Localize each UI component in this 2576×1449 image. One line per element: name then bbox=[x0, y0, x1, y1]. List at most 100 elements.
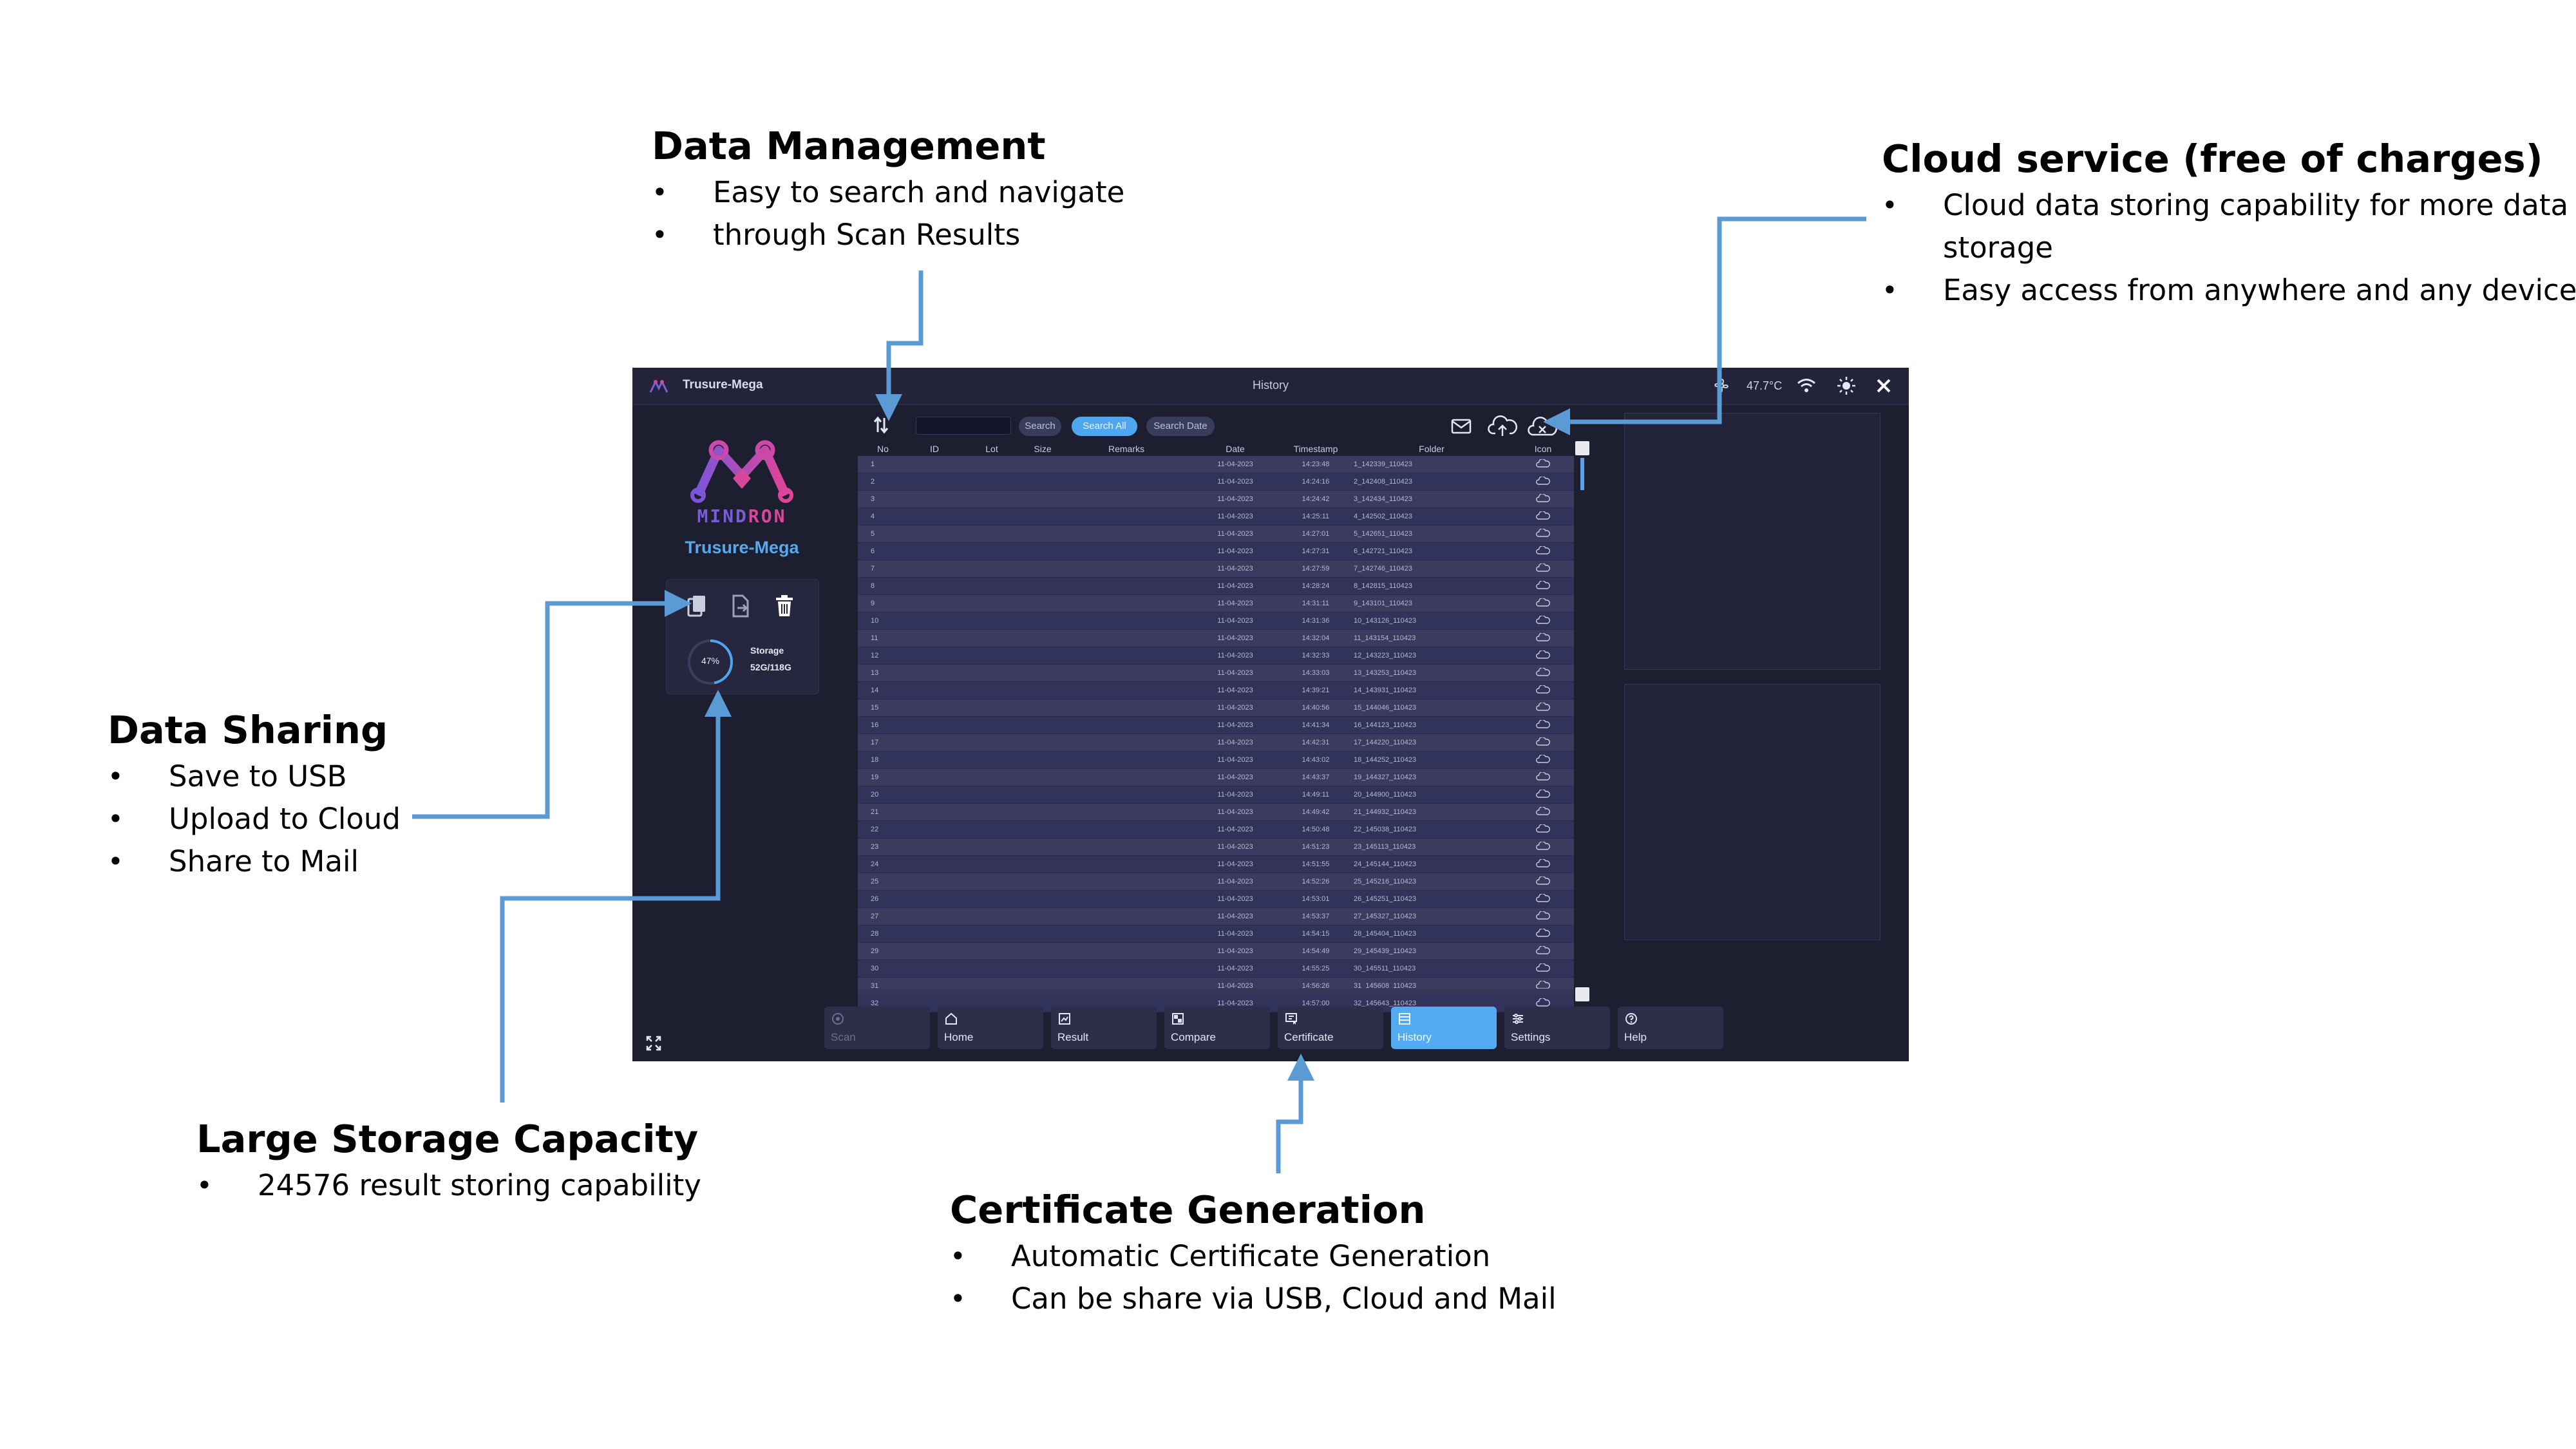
search-input[interactable] bbox=[916, 417, 1011, 435]
cloud-icon[interactable] bbox=[1512, 907, 1574, 925]
sort-icon[interactable] bbox=[872, 415, 890, 435]
fullscreen-icon[interactable] bbox=[645, 1035, 662, 1052]
cloud-icon[interactable] bbox=[1512, 525, 1574, 543]
nav-result[interactable]: Result bbox=[1051, 1007, 1157, 1049]
nav-compare[interactable]: Compare bbox=[1164, 1007, 1270, 1049]
cloud-icon[interactable] bbox=[1512, 751, 1574, 769]
cloud-icon[interactable] bbox=[1512, 838, 1574, 856]
cloud-icon[interactable] bbox=[1512, 855, 1574, 873]
cloud-icon[interactable] bbox=[1512, 647, 1574, 665]
nav-certificate[interactable]: Certificate bbox=[1278, 1007, 1383, 1049]
cloud-icon[interactable] bbox=[1512, 768, 1574, 786]
trash-icon[interactable] bbox=[773, 594, 795, 618]
cloud-icon[interactable] bbox=[1512, 716, 1574, 734]
table-scrollbar[interactable] bbox=[1575, 441, 1591, 1001]
column-header[interactable]: ID bbox=[908, 441, 961, 456]
mail-icon[interactable] bbox=[1450, 417, 1472, 436]
column-header[interactable]: Folder bbox=[1351, 441, 1512, 456]
cloud-icon[interactable] bbox=[1512, 925, 1574, 943]
cloud-icon[interactable] bbox=[1512, 473, 1574, 491]
wifi-icon[interactable] bbox=[1795, 375, 1817, 396]
scroll-thumb[interactable] bbox=[1580, 458, 1584, 490]
column-header[interactable]: No bbox=[858, 441, 908, 456]
cloud-icon[interactable] bbox=[1512, 734, 1574, 752]
cloud-off-icon[interactable] bbox=[1528, 414, 1557, 439]
column-header[interactable]: Icon bbox=[1512, 441, 1574, 456]
cloud-icon[interactable] bbox=[1512, 664, 1574, 682]
cloud-icon[interactable] bbox=[1512, 873, 1574, 891]
cloud-icon[interactable] bbox=[1512, 577, 1574, 595]
scroll-up-button[interactable] bbox=[1575, 441, 1589, 455]
cloud-icon[interactable] bbox=[1512, 942, 1574, 960]
cloud-icon[interactable] bbox=[1512, 699, 1574, 717]
cloud-icon[interactable] bbox=[1512, 681, 1574, 699]
column-header[interactable]: Remarks bbox=[1063, 441, 1190, 456]
nav-home[interactable]: Home bbox=[938, 1007, 1043, 1049]
cloud-icon[interactable] bbox=[1512, 820, 1574, 838]
cloud-icon[interactable] bbox=[1512, 507, 1574, 526]
search-date-button[interactable]: Search Date bbox=[1146, 417, 1215, 436]
column-header[interactable]: Size bbox=[1023, 441, 1063, 456]
column-header[interactable]: Lot bbox=[961, 441, 1023, 456]
column-header[interactable]: Date bbox=[1190, 441, 1280, 456]
cloud-icon[interactable] bbox=[1512, 890, 1574, 908]
nav-settings[interactable]: Settings bbox=[1504, 1007, 1610, 1049]
brightness-icon[interactable] bbox=[1835, 375, 1857, 397]
cloud-icon[interactable] bbox=[1512, 490, 1574, 508]
cloud-icon[interactable] bbox=[1512, 960, 1574, 978]
cloud-icon[interactable] bbox=[1512, 786, 1574, 804]
search-button[interactable]: Search bbox=[1019, 417, 1061, 436]
cloud-icon[interactable] bbox=[1512, 560, 1574, 578]
scroll-down-button[interactable] bbox=[1575, 987, 1589, 1001]
cloud-icon[interactable] bbox=[1512, 612, 1574, 630]
table-cell: 1 bbox=[858, 456, 908, 473]
upload-cloud-icon[interactable] bbox=[1488, 414, 1517, 439]
cloud-icon[interactable] bbox=[1512, 803, 1574, 821]
table-cell: 14:53:37 bbox=[1280, 907, 1351, 925]
nav-help[interactable]: Help bbox=[1618, 1007, 1723, 1049]
cloud-icon[interactable] bbox=[1512, 594, 1574, 612]
cloud-icon[interactable] bbox=[1512, 456, 1574, 473]
copy-icon[interactable] bbox=[686, 594, 708, 618]
column-header[interactable]: Timestamp bbox=[1280, 441, 1351, 456]
cloud-icon[interactable] bbox=[1512, 542, 1574, 560]
export-icon[interactable] bbox=[730, 594, 752, 618]
table-cell: 11 bbox=[858, 629, 908, 647]
table-cell bbox=[1063, 647, 1190, 665]
close-icon[interactable] bbox=[1872, 374, 1895, 397]
nav-history[interactable]: History bbox=[1391, 1007, 1497, 1049]
search-all-button[interactable]: Search All bbox=[1072, 417, 1137, 436]
cloud-icon[interactable] bbox=[1512, 629, 1574, 647]
nav-scan[interactable]: Scan bbox=[824, 1007, 930, 1049]
